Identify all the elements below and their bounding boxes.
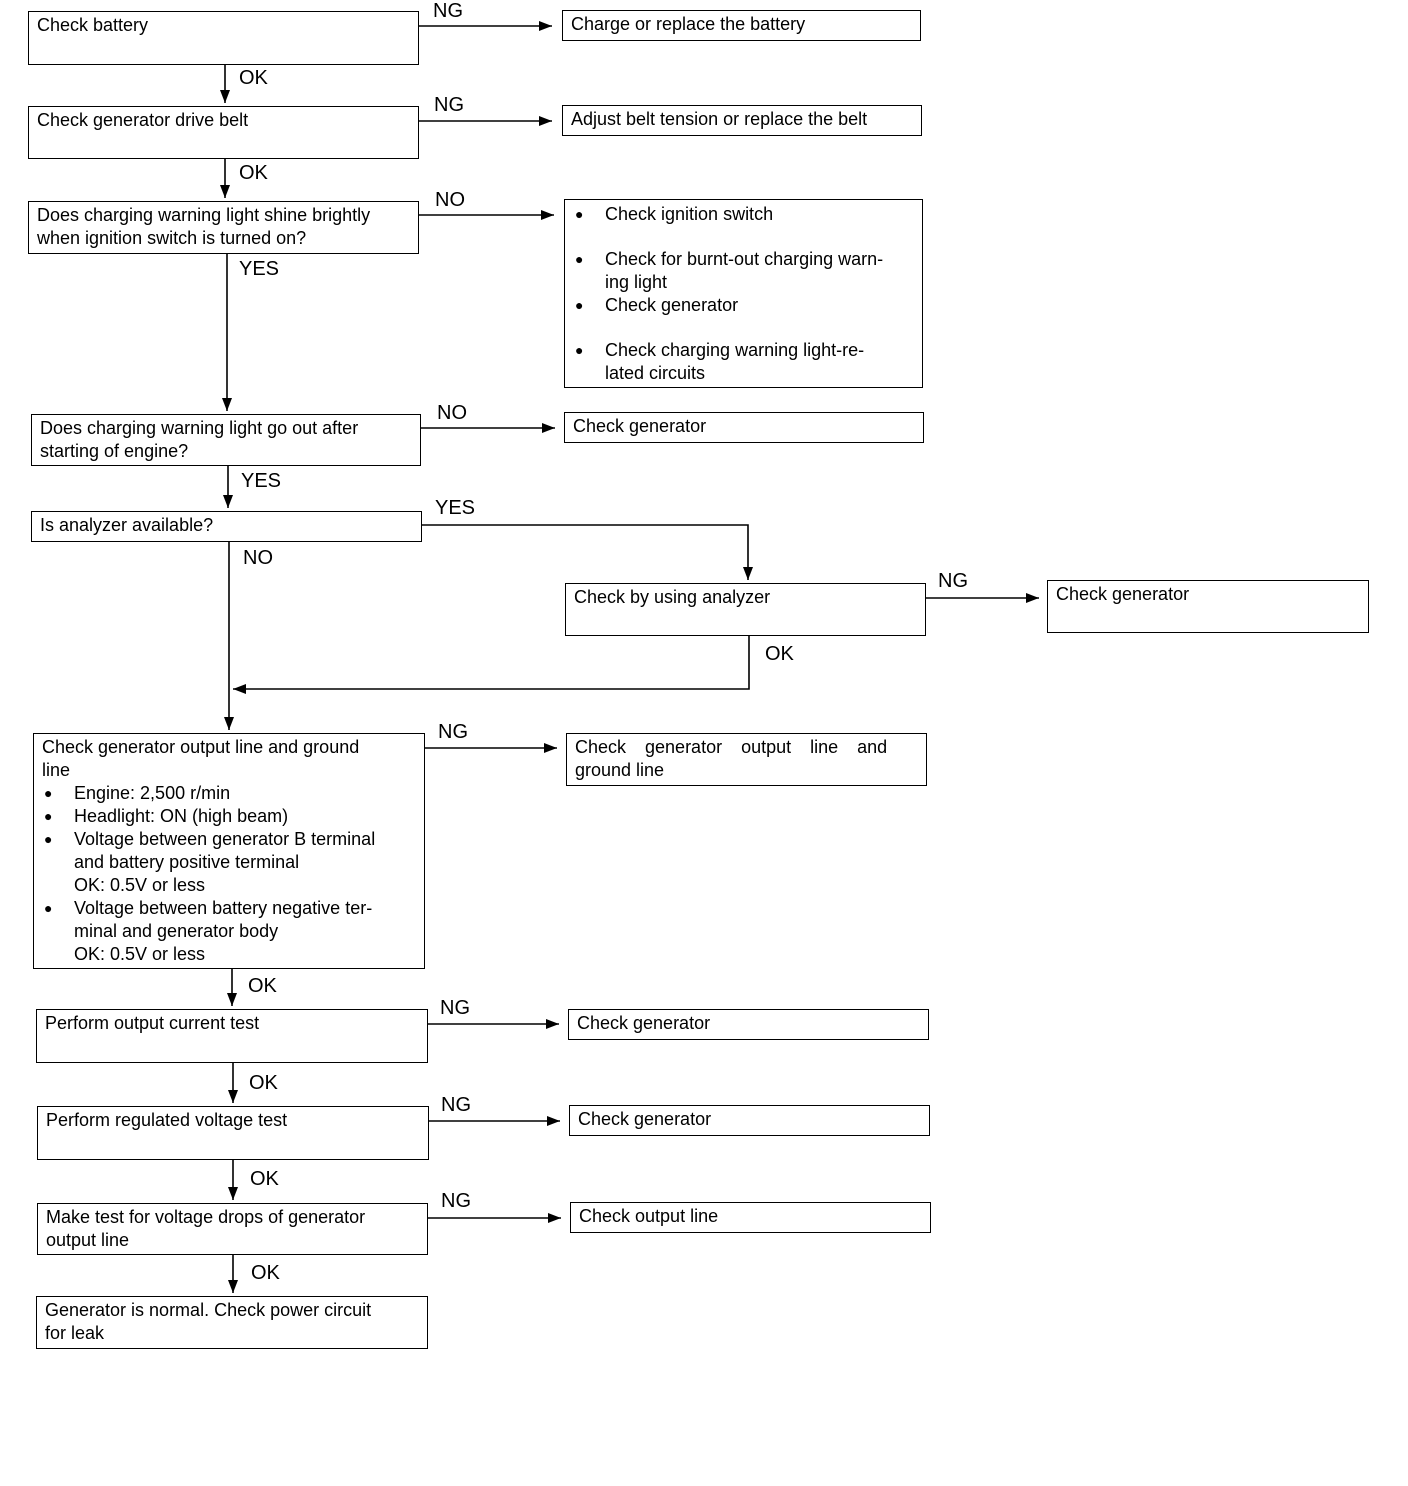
- yes-label-4: YES: [241, 470, 282, 492]
- ok-arrowhead-7: [227, 993, 237, 1006]
- ok-label-7: OK: [248, 975, 277, 997]
- output-line-title-1: Check generator output line and ground: [42, 737, 360, 757]
- ignition-checks-list: Check ignition switch Check for burnt-ou…: [573, 203, 914, 385]
- check-warning-circuits-item: Check charging warning light-re-lated ci…: [573, 339, 914, 385]
- ng-label-9: NG: [441, 1094, 471, 1116]
- ok-arrowhead-9: [228, 1187, 238, 1200]
- warning-light-question-line-1: Does charging warning light shine bright…: [37, 205, 371, 225]
- check-battery-box: Check battery: [28, 11, 419, 65]
- no-label-5: NO: [243, 547, 273, 569]
- voltage-drop-test-box: Make test for voltage drops of generator…: [37, 1203, 428, 1255]
- check-generator-box-1: Check generator: [564, 412, 924, 443]
- no-label-3: NO: [435, 189, 465, 211]
- output-line-check-box: Check generator output line and ground l…: [33, 733, 425, 969]
- no-label-4: NO: [437, 402, 467, 424]
- ng-arrowhead-8: [546, 1019, 559, 1029]
- check-drive-belt-text: Check generator drive belt: [37, 110, 249, 130]
- check-generator-item: Check generator: [573, 294, 914, 317]
- analyzer-question-text: Is analyzer available?: [40, 515, 214, 535]
- ng-label-7: NG: [438, 721, 468, 743]
- no-arrowhead-5: [224, 717, 234, 730]
- ng-arrowhead-1: [539, 21, 552, 31]
- check-output-line-box: Check output line: [570, 1202, 931, 1233]
- check-output-ground-line-1: Check generator output line and: [575, 737, 888, 757]
- light-out-question-line-1: Does charging warning light go out after: [40, 418, 359, 438]
- generator-normal-box: Generator is normal. Check power circuit…: [36, 1296, 428, 1349]
- charge-replace-battery-text: Charge or replace the battery: [571, 14, 806, 34]
- ng-arrowhead-7: [544, 743, 557, 753]
- yes-arrowhead-3: [222, 398, 232, 411]
- check-ignition-switch-item: Check ignition switch: [573, 203, 914, 226]
- regulated-voltage-test-text: Perform regulated voltage test: [46, 1110, 288, 1130]
- light-out-question-line-2: starting of engine?: [40, 441, 189, 461]
- b-terminal-voltage-item: Voltage between generator B terminaland …: [42, 828, 416, 897]
- engine-speed-item: Engine: 2,500 r/min: [42, 782, 416, 805]
- charge-replace-battery-box: Charge or replace the battery: [562, 10, 921, 41]
- ignition-checks-box: Check ignition switch Check for burnt-ou…: [564, 199, 923, 388]
- warning-light-question-box: Does charging warning light shine bright…: [28, 201, 419, 254]
- check-burnt-out-light-item: Check for burnt-out charging warn-ing li…: [573, 248, 914, 294]
- ok-label-9: OK: [250, 1168, 279, 1190]
- ok-label-8: OK: [249, 1072, 278, 1094]
- ng-label-6: NG: [938, 570, 968, 592]
- light-out-question-box: Does charging warning light go out after…: [31, 414, 421, 466]
- ok-line-6: [233, 636, 750, 690]
- ok-label-6: OK: [765, 643, 794, 665]
- regulated-voltage-test-box: Perform regulated voltage test: [37, 1106, 429, 1160]
- check-generator-text-3: Check generator: [577, 1013, 711, 1033]
- check-generator-text-1: Check generator: [573, 416, 707, 436]
- ok-arrowhead-2: [220, 185, 230, 198]
- ng-arrowhead-6: [1026, 593, 1039, 603]
- ok-arrowhead-1: [220, 90, 230, 103]
- check-analyzer-box: Check by using analyzer: [565, 583, 926, 636]
- output-current-test-text: Perform output current test: [45, 1013, 260, 1033]
- check-output-line-text: Check output line: [579, 1206, 719, 1226]
- ng-label-10: NG: [441, 1190, 471, 1212]
- check-generator-box-4: Check generator: [569, 1105, 930, 1136]
- voltage-drop-test-line-2: output line: [46, 1230, 130, 1250]
- no-arrowhead-3: [541, 210, 554, 220]
- generator-normal-line-2: for leak: [45, 1323, 105, 1343]
- ng-label-1: NG: [433, 0, 463, 22]
- yes-label-5: YES: [435, 497, 476, 519]
- output-current-test-box: Perform output current test: [36, 1009, 428, 1063]
- generator-normal-line-1: Generator is normal. Check power circuit: [45, 1300, 372, 1320]
- ng-arrowhead-2: [539, 116, 552, 126]
- adjust-belt-box: Adjust belt tension or replace the belt: [562, 105, 922, 136]
- negative-terminal-voltage-item: Voltage between battery negative ter-min…: [42, 897, 416, 966]
- analyzer-question-box: Is analyzer available?: [31, 511, 422, 542]
- yes-arrowhead-5: [743, 567, 753, 580]
- check-battery-text: Check battery: [37, 15, 149, 35]
- ok-arrowhead-8: [228, 1090, 238, 1103]
- check-output-ground-box: Check generator output line and ground l…: [566, 733, 927, 786]
- output-line-title-2: line: [42, 760, 71, 780]
- check-generator-box-2: Check generator: [1047, 580, 1369, 633]
- headlight-item: Headlight: ON (high beam): [42, 805, 416, 828]
- output-line-conditions: Engine: 2,500 r/min Headlight: ON (high …: [42, 782, 416, 966]
- ok-label-2: OK: [239, 162, 268, 184]
- check-output-ground-line-2: ground line: [575, 760, 665, 780]
- yes-label-3: YES: [239, 258, 280, 280]
- yes-arrowhead-4: [223, 495, 233, 508]
- yes-line-5: [422, 524, 749, 580]
- check-analyzer-text: Check by using analyzer: [574, 587, 771, 607]
- warning-light-question-line-2: when ignition switch is turned on?: [37, 228, 307, 248]
- ng-arrowhead-9: [547, 1116, 560, 1126]
- ok-label-10: OK: [251, 1262, 280, 1284]
- check-generator-text-4: Check generator: [578, 1109, 712, 1129]
- check-generator-text-2: Check generator: [1056, 584, 1190, 604]
- voltage-drop-test-line-1: Make test for voltage drops of generator: [46, 1207, 366, 1227]
- ok-label-1: OK: [239, 67, 268, 89]
- ok-arrowhead-6: [233, 684, 246, 694]
- ng-label-2: NG: [434, 94, 464, 116]
- check-drive-belt-box: Check generator drive belt: [28, 106, 419, 159]
- check-generator-box-3: Check generator: [568, 1009, 929, 1040]
- adjust-belt-text: Adjust belt tension or replace the belt: [571, 109, 868, 129]
- no-arrowhead-4: [542, 423, 555, 433]
- ng-arrowhead-10: [548, 1213, 561, 1223]
- ng-label-8: NG: [440, 997, 470, 1019]
- ok-arrowhead-10: [228, 1280, 238, 1293]
